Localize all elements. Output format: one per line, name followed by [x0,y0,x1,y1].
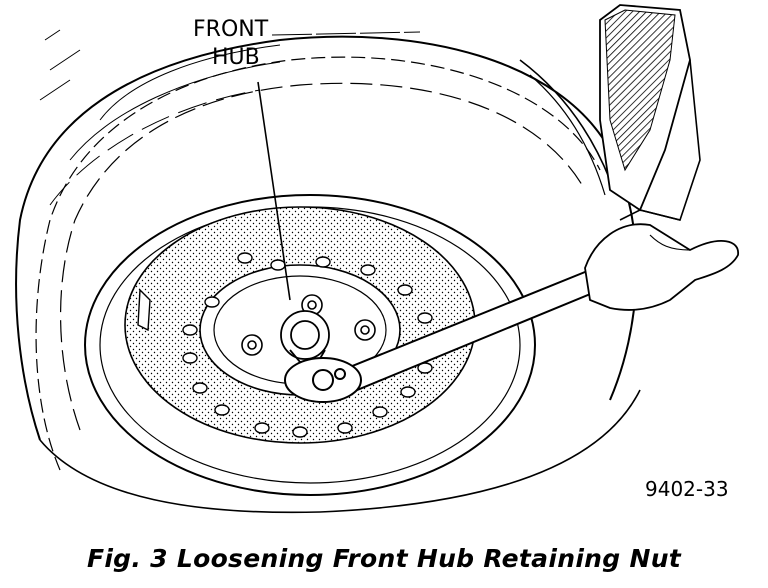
hand [584,209,739,311]
callout-front: FRONT [193,17,269,42]
tire [15,29,641,514]
figure-code: 9402-33 [645,477,729,501]
wheel-vent-holes [182,252,433,438]
valve-stem [137,288,151,332]
callout-leader [257,81,291,301]
socket-wrench [284,268,602,403]
hub-retaining-nut [280,310,330,363]
callout-hub: HUB [212,45,260,70]
callout-tick [271,31,421,36]
fender-panel [599,4,701,221]
figure-caption: Fig. 3 Loosening Front Hub Retaining Nut [86,544,682,573]
